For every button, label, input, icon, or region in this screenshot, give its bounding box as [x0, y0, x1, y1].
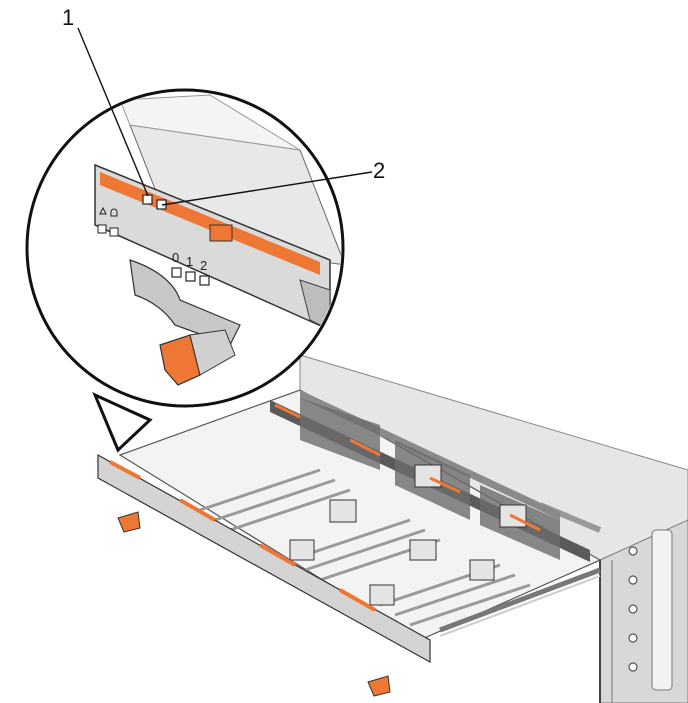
magnifier: 0 1 2 [25, 88, 345, 453]
front-edge-accents [109, 460, 376, 612]
slide-rail [439, 567, 601, 633]
release-tab-right [367, 675, 391, 697]
numbered-led-group: 0 1 2 [171, 250, 210, 286]
module-handle-plate [129, 259, 241, 346]
led-label-2: 2 [200, 258, 207, 273]
release-tab-left [117, 511, 141, 533]
warning-icon [99, 206, 107, 215]
module-orange-latch [209, 224, 233, 242]
callout-1-label: 1 [62, 5, 74, 30]
led-label-1: 1 [186, 254, 193, 269]
lock-icon [110, 208, 118, 217]
drawer-tray [97, 353, 602, 697]
rear-edge-accents [274, 403, 541, 532]
module-orange-stripe [100, 172, 320, 275]
status-led-1 [142, 194, 153, 205]
callout-1-leader [77, 27, 149, 197]
drive-rails [199, 468, 531, 627]
module-icon-box-2 [109, 227, 119, 237]
callout-2-leader [161, 171, 373, 206]
led-label-0: 0 [172, 250, 179, 265]
orange-lever-tab [159, 334, 201, 386]
chassis-side-handle [651, 529, 673, 691]
module-icon-box-1 [97, 224, 107, 234]
chassis-rack-holes [628, 546, 638, 672]
callout-2-label: 2 [373, 158, 385, 183]
led-box-0 [171, 267, 182, 278]
led-box-2 [199, 275, 210, 286]
led-box-1 [185, 271, 196, 282]
